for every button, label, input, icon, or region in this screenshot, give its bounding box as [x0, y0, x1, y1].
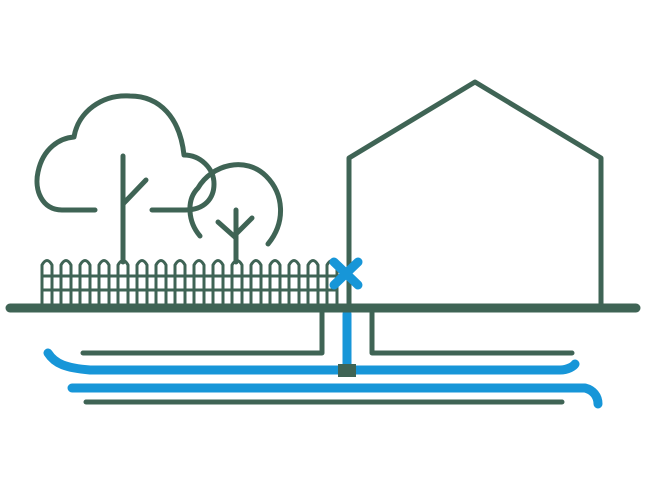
fence-picket — [173, 259, 187, 306]
large-tree-canopy — [34, 93, 217, 213]
fence-picket — [59, 259, 73, 306]
fence-icon — [40, 259, 339, 306]
fence-picket — [78, 259, 92, 306]
water-main-lower — [67, 383, 603, 409]
fence-picket — [97, 259, 111, 306]
fence-picket — [306, 259, 320, 306]
meter-pit-outline — [80, 305, 575, 356]
small-tree-icon — [187, 162, 283, 265]
house-icon — [346, 79, 604, 309]
fence-picket — [249, 259, 263, 306]
fence-picket — [116, 259, 130, 306]
shutoff-valve-x-icon — [329, 257, 363, 290]
large-tree-icon — [34, 93, 217, 265]
meter-box-icon — [338, 364, 356, 377]
fence-picket — [40, 259, 54, 306]
small-tree-branch-left — [215, 219, 239, 241]
fence-picket — [287, 259, 301, 306]
water-main-upper — [43, 348, 580, 375]
fence-picket — [211, 259, 225, 306]
fence-picket — [154, 259, 168, 306]
fence-picket — [192, 259, 206, 306]
fence-picket — [135, 259, 149, 306]
small-tree-canopy — [187, 162, 283, 247]
large-tree-branch — [120, 177, 149, 207]
fence-picket — [230, 259, 244, 306]
fence-picket — [268, 259, 282, 306]
small-tree-branch-right — [233, 215, 255, 237]
